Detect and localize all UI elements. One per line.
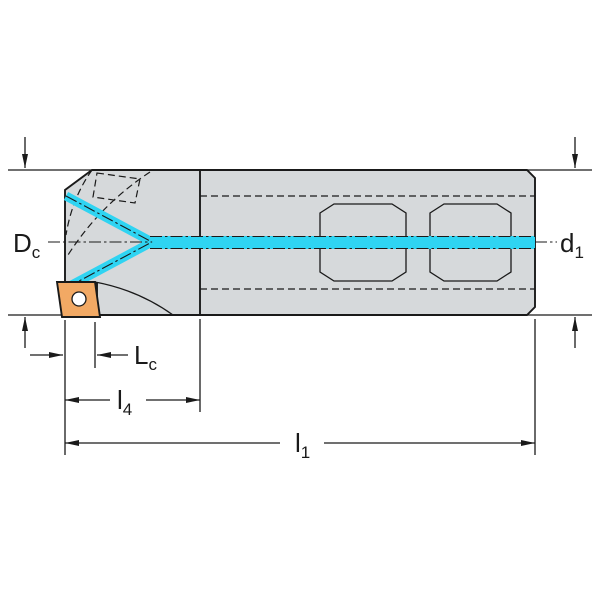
label-usable-length-sub: 4 <box>123 400 132 419</box>
label-shank-diameter: d1 <box>560 228 584 262</box>
label-usable-length: l4 <box>117 385 132 419</box>
clamping-flat-right <box>429 203 512 282</box>
label-cutting-edge-length-sub: c <box>148 355 157 374</box>
insert-screw-hole <box>71 291 87 307</box>
label-cutting-edge-length: Lc <box>134 340 157 374</box>
label-cutting-diameter: Dc <box>13 228 41 262</box>
label-cutting-diameter-main: D <box>13 228 32 258</box>
chip-gash-curve <box>94 281 174 316</box>
coolant-channel-band <box>150 236 535 249</box>
label-overall-length-main: l <box>295 428 301 458</box>
label-cutting-edge-length-main: L <box>134 340 148 370</box>
label-overall-length: l1 <box>295 428 310 462</box>
label-cutting-diameter-sub: c <box>32 243 41 262</box>
label-shank-diameter-main: d <box>560 228 574 258</box>
clamping-flat-left <box>319 203 407 282</box>
label-overall-length-sub: 1 <box>301 443 310 462</box>
hidden-insert-outline <box>92 172 141 204</box>
coolant-arm-centerline-upper <box>65 195 153 243</box>
label-usable-length-main: l <box>117 385 123 415</box>
coolant-arm-centerline-lower <box>65 241 153 289</box>
label-shank-diameter-sub: 1 <box>574 243 583 262</box>
flute-hidden-curve-2 <box>67 171 151 256</box>
